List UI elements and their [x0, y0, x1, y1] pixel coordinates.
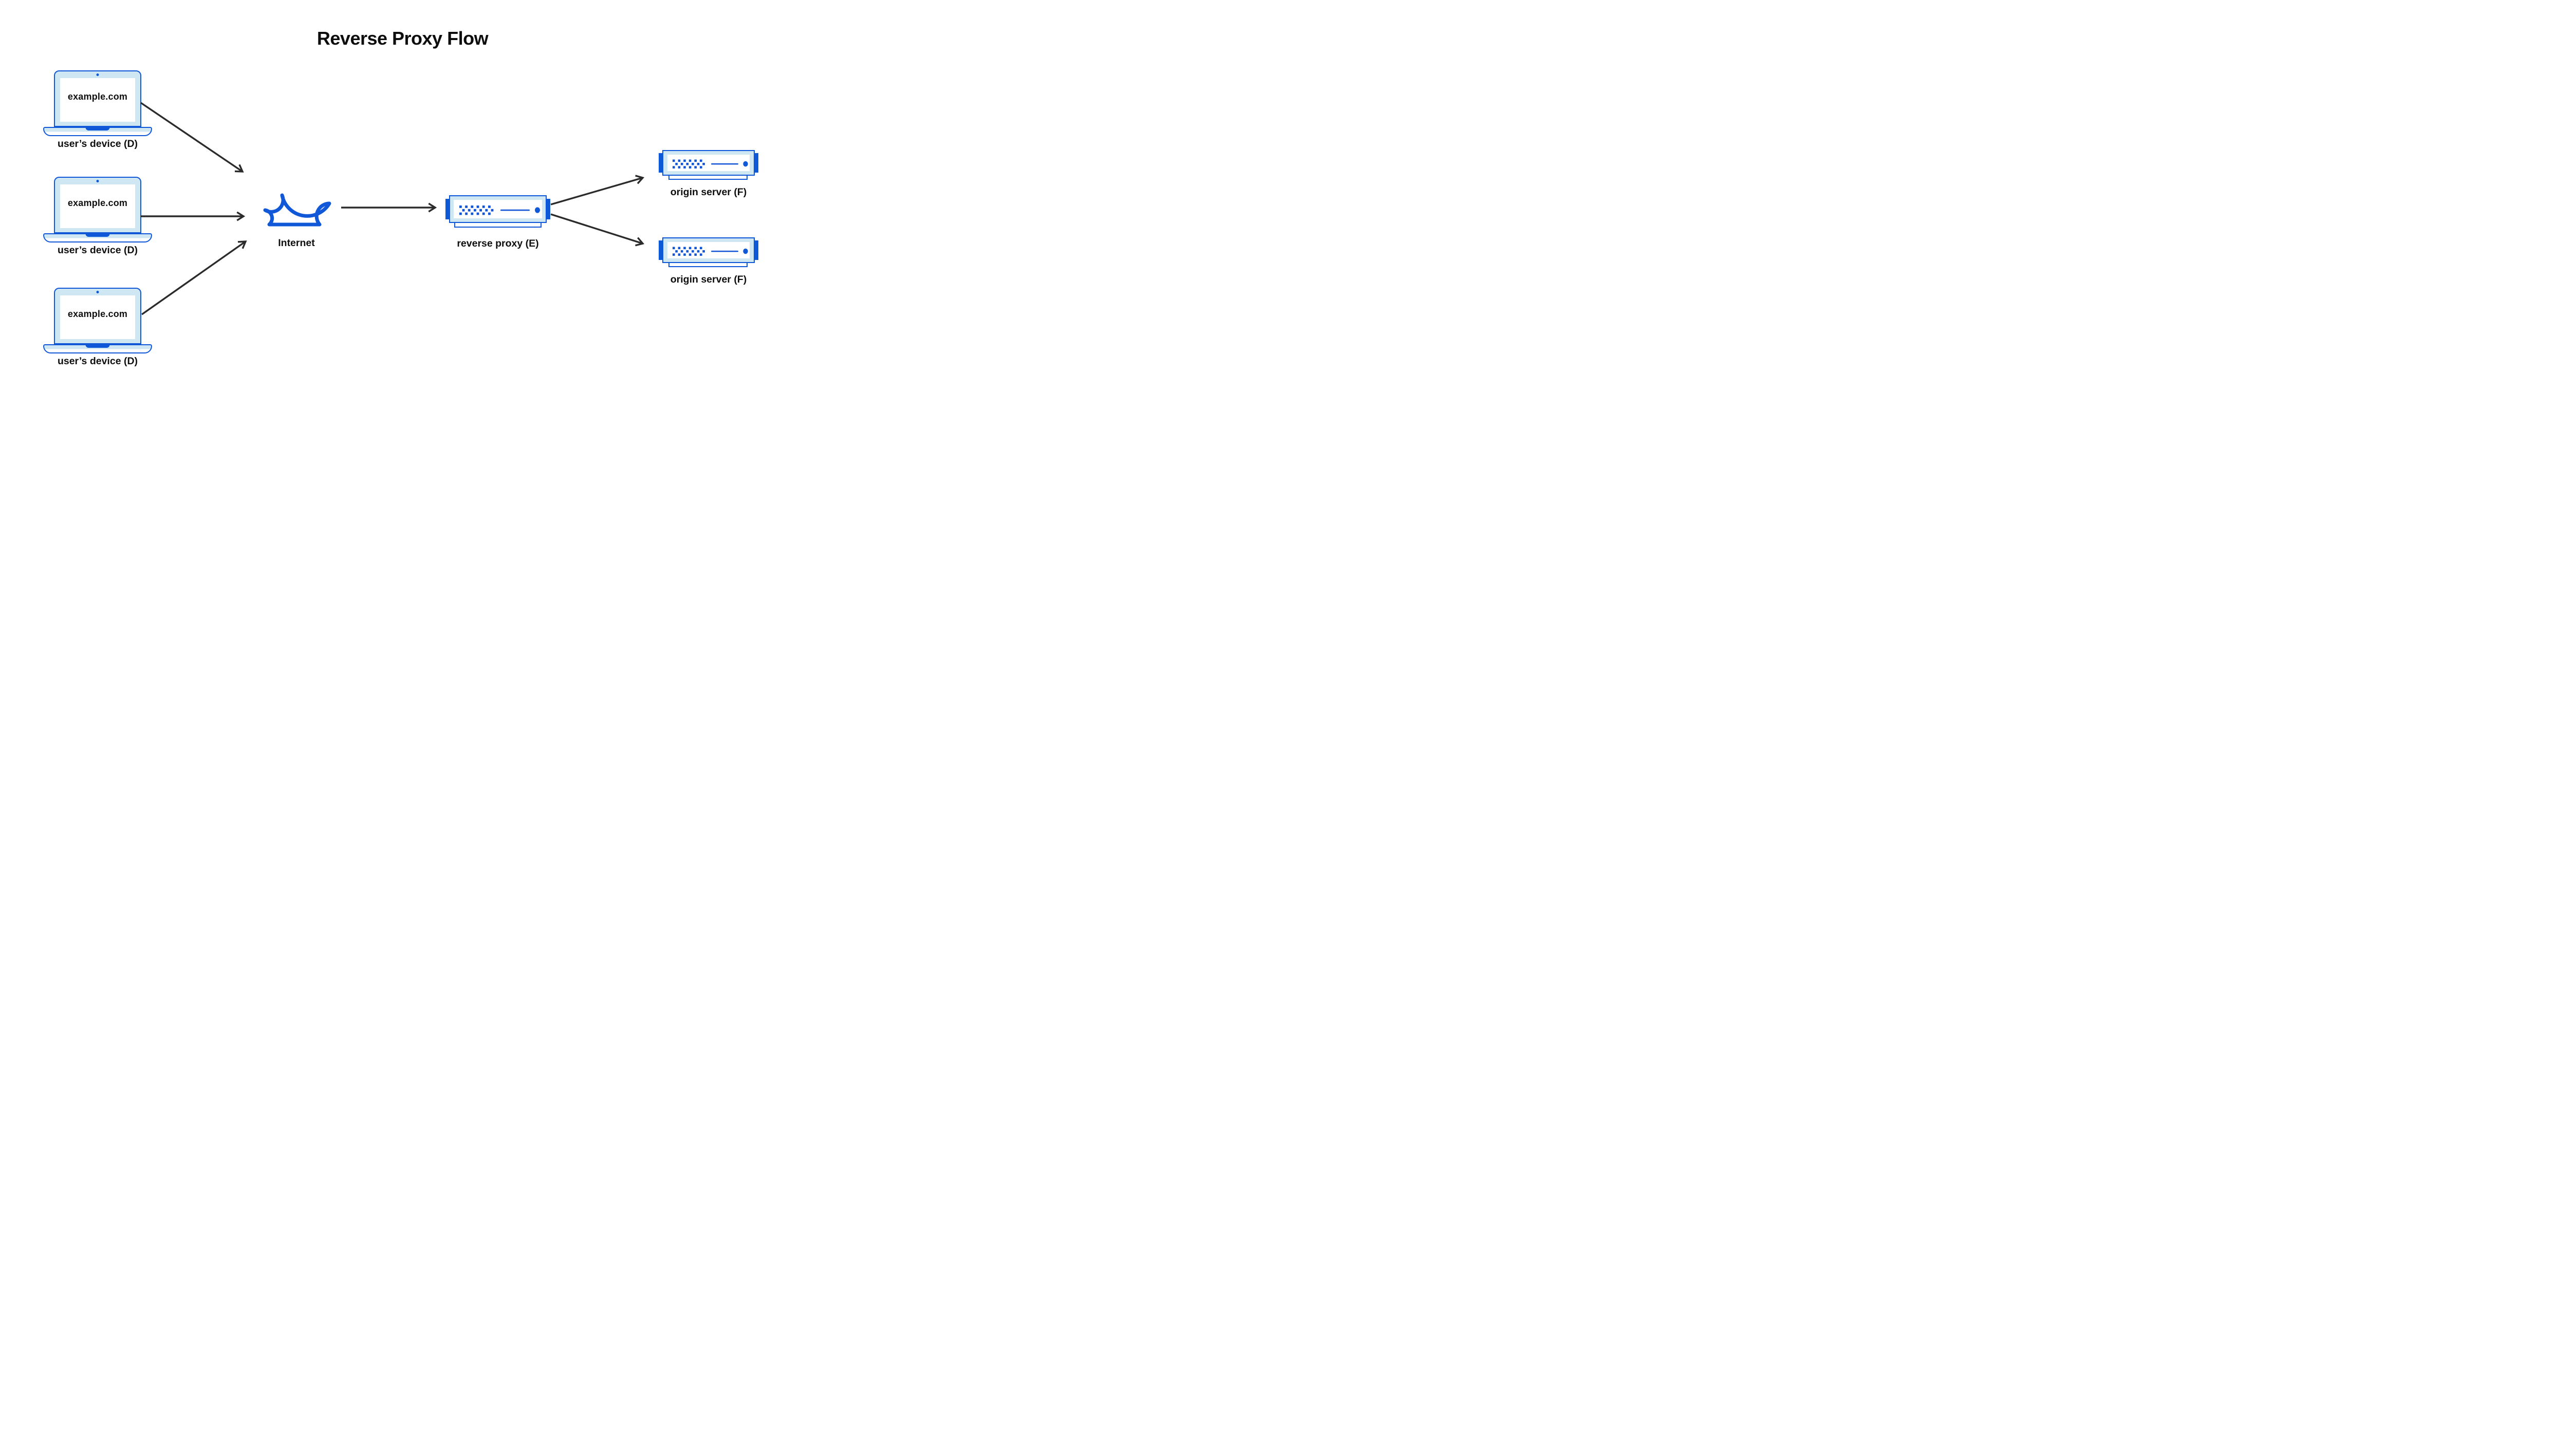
diagram-canvas: Reverse Proxy Flow example.com user’s de… [0, 0, 805, 403]
arrow-user-device-1-to-internet-cloud [140, 102, 244, 173]
laptop-camera-dot-icon [96, 73, 99, 76]
user-device-label: user’s device (D) [57, 245, 138, 256]
internet-cloud-node: Internet [253, 178, 340, 255]
laptop-base-icon [43, 344, 152, 353]
server-side-tab-icon [754, 153, 758, 173]
reverse-proxy-label: reverse proxy (E) [457, 238, 539, 249]
server-face-detail-icon [459, 206, 540, 215]
server-face-detail-icon [673, 247, 748, 256]
origin-server-2-node: origin server (F) [659, 237, 758, 285]
diagram-title: Reverse Proxy Flow [317, 28, 489, 49]
server-icon [449, 195, 547, 223]
server-led-light-icon [535, 207, 540, 213]
laptop-icon: example.com [54, 70, 141, 127]
user-device-1-node: example.com user’s device (D) [43, 70, 152, 150]
server-led-light-icon [743, 248, 748, 254]
server-led-light-icon [743, 161, 748, 167]
server-side-tab-icon [659, 240, 663, 260]
server-slot-line-icon [711, 250, 738, 252]
server-vent-dots-icon [673, 159, 705, 169]
user-device-label: user’s device (D) [57, 356, 138, 367]
user-device-2-node: example.com user’s device (D) [43, 177, 152, 256]
device-screen-url: example.com [67, 198, 128, 208]
origin-server-label: origin server (F) [670, 186, 747, 198]
laptop-screen-display: example.com [60, 184, 135, 228]
laptop-screen-display: example.com [60, 295, 135, 339]
laptop-notch-icon [85, 234, 110, 237]
server-vent-dots-icon [673, 247, 705, 256]
server-icon [662, 237, 755, 263]
server-slot-line-icon [500, 209, 530, 211]
origin-server-1-node: origin server (F) [659, 150, 758, 198]
server-icon [662, 150, 755, 176]
laptop-camera-dot-icon [96, 180, 99, 182]
server-faceplate [667, 242, 750, 258]
reverse-proxy-node: reverse proxy (E) [445, 195, 550, 249]
cloud-icon [263, 193, 331, 227]
user-device-3-node: example.com user’s device (D) [43, 288, 152, 367]
server-side-tab-icon [754, 240, 758, 260]
laptop-screen-display: example.com [60, 78, 135, 122]
laptop-notch-icon [85, 127, 110, 130]
laptop-notch-icon [85, 345, 110, 348]
server-faceplate [454, 200, 542, 218]
arrow-internet-cloud-to-reverse-proxy [341, 202, 437, 213]
user-device-label: user’s device (D) [57, 138, 138, 150]
device-screen-url: example.com [67, 309, 128, 319]
device-screen-url: example.com [67, 91, 128, 102]
server-side-tab-icon [546, 199, 550, 219]
laptop-icon: example.com [54, 288, 141, 344]
server-slot-line-icon [711, 163, 738, 165]
laptop-icon: example.com [54, 177, 141, 233]
server-side-tab-icon [445, 199, 450, 219]
origin-server-label: origin server (F) [670, 274, 747, 285]
server-faceplate [667, 155, 750, 171]
laptop-camera-dot-icon [96, 291, 99, 293]
laptop-base-icon [43, 127, 152, 136]
server-face-detail-icon [673, 159, 748, 169]
server-side-tab-icon [659, 153, 663, 173]
arrow-user-device-2-to-internet-cloud [141, 211, 246, 221]
server-vent-dots-icon [459, 206, 494, 215]
internet-label: Internet [278, 237, 315, 249]
laptop-base-icon [43, 233, 152, 242]
